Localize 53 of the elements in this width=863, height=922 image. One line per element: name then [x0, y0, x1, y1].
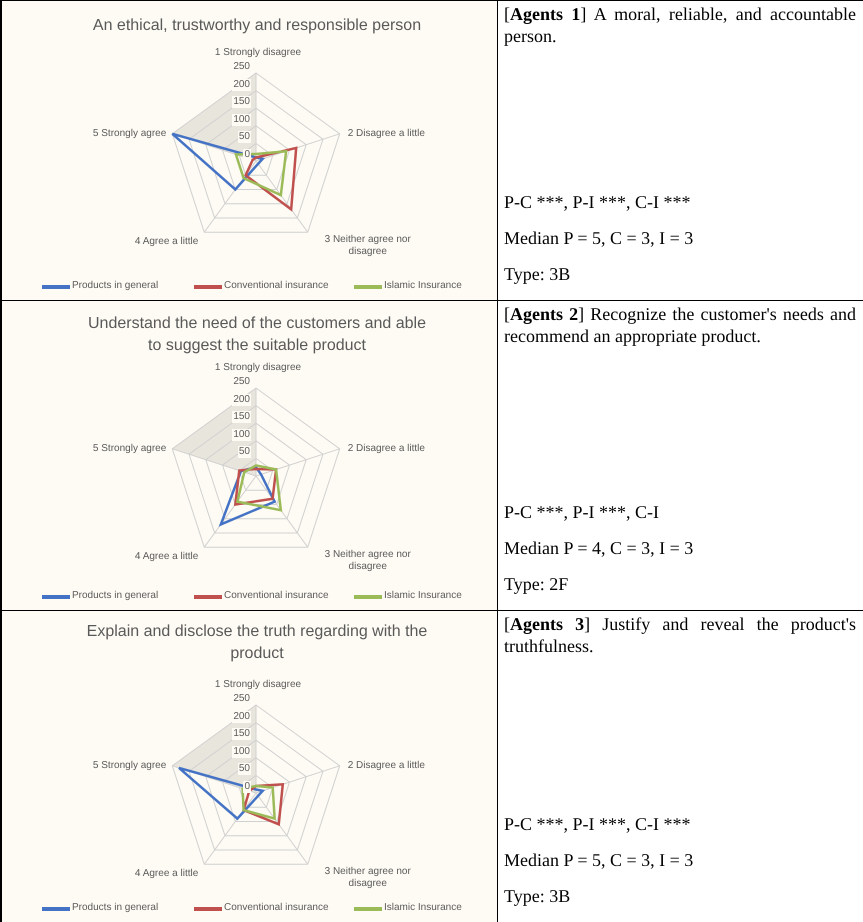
- legend-label: Products in general: [72, 590, 158, 601]
- type-text: Type: 2F: [504, 573, 568, 595]
- tick-label: 50: [238, 763, 251, 776]
- axis-label: 1 Strongly disagree: [214, 679, 302, 691]
- chart-title: An ethical, trustworthy and responsible person: [92, 16, 422, 36]
- axis-label: 5 Strongly agree: [92, 128, 166, 140]
- median-text: Median P = 5, C = 3, I = 3: [504, 849, 694, 871]
- tick-label: 200: [232, 710, 251, 723]
- axis-label: 2 Disagree a little: [348, 128, 425, 140]
- type-text: Type: 3B: [504, 263, 570, 285]
- tick-label: 50: [238, 446, 251, 458]
- chart-title: Explain and disclose the truth regarding with the product: [86, 622, 428, 664]
- chart-title: Understand the need of the customers and able to suggest the suitable product: [87, 314, 427, 356]
- significance-text: P-C ***, P-I ***, C-I ***: [504, 813, 691, 835]
- significance-text: P-C ***, P-I ***, C-I ***: [504, 191, 691, 213]
- tick-label: 0: [243, 149, 251, 161]
- tick-label: 150: [232, 728, 251, 740]
- axis-label: 2 Disagree a little: [348, 760, 425, 772]
- tick-label: 200: [232, 394, 251, 406]
- axis-label: 5 Strongly agree: [92, 442, 166, 455]
- axis-label: 4 Agree a little: [134, 868, 198, 880]
- tick-label: 100: [232, 746, 251, 758]
- tick-label: 50: [238, 131, 251, 144]
- legend-label: Conventional insurance: [224, 902, 329, 913]
- axis-label: 4 Agree a little: [134, 551, 198, 564]
- tick-label: 0: [243, 781, 251, 793]
- description-text: [Agents 2] Recognize the customer's needs and recommend an appropriate product.: [504, 303, 856, 347]
- legend-label: Products in general: [72, 280, 158, 291]
- median-text: Median P = 4, C = 3, I = 3: [504, 537, 694, 559]
- legend-label: Islamic Insurance: [384, 902, 462, 913]
- median-text: Median P = 5, C = 3, I = 3: [504, 227, 694, 249]
- axis-label: 1 Strongly disagree: [214, 362, 302, 374]
- tick-label: 100: [232, 114, 251, 126]
- tick-label: 200: [232, 78, 251, 91]
- type-text: Type: 3B: [504, 885, 570, 907]
- axis-label: 4 Agree a little: [134, 236, 198, 248]
- axis-label: 3 Neither agree nor disagree: [324, 234, 412, 258]
- legend-label: Conventional insurance: [224, 280, 329, 291]
- description-text: [Agents 3] Justify and reveal the product's truthfulness.: [504, 613, 856, 657]
- axis-label: 1 Strongly disagree: [214, 47, 302, 59]
- axis-label: 5 Strongly agree: [92, 760, 166, 772]
- description-text: [Agents 1] A moral, reliable, and accountable person.: [504, 3, 856, 47]
- axis-label: 2 Disagree a little: [348, 442, 425, 455]
- tick-label: 150: [232, 411, 251, 424]
- tick-label: 150: [232, 96, 251, 108]
- axis-label: 3 Neither agree nor disagree: [324, 549, 412, 574]
- legend-label: Products in general: [72, 902, 158, 913]
- tick-label: 100: [232, 428, 251, 441]
- legend-label: Conventional insurance: [224, 590, 329, 601]
- legend-label: Islamic Insurance: [384, 280, 462, 291]
- significance-text: P-C ***, P-I ***, C-I: [504, 501, 660, 523]
- legend-label: Islamic Insurance: [384, 590, 462, 601]
- axis-label: 3 Neither agree nor disagree: [324, 866, 412, 890]
